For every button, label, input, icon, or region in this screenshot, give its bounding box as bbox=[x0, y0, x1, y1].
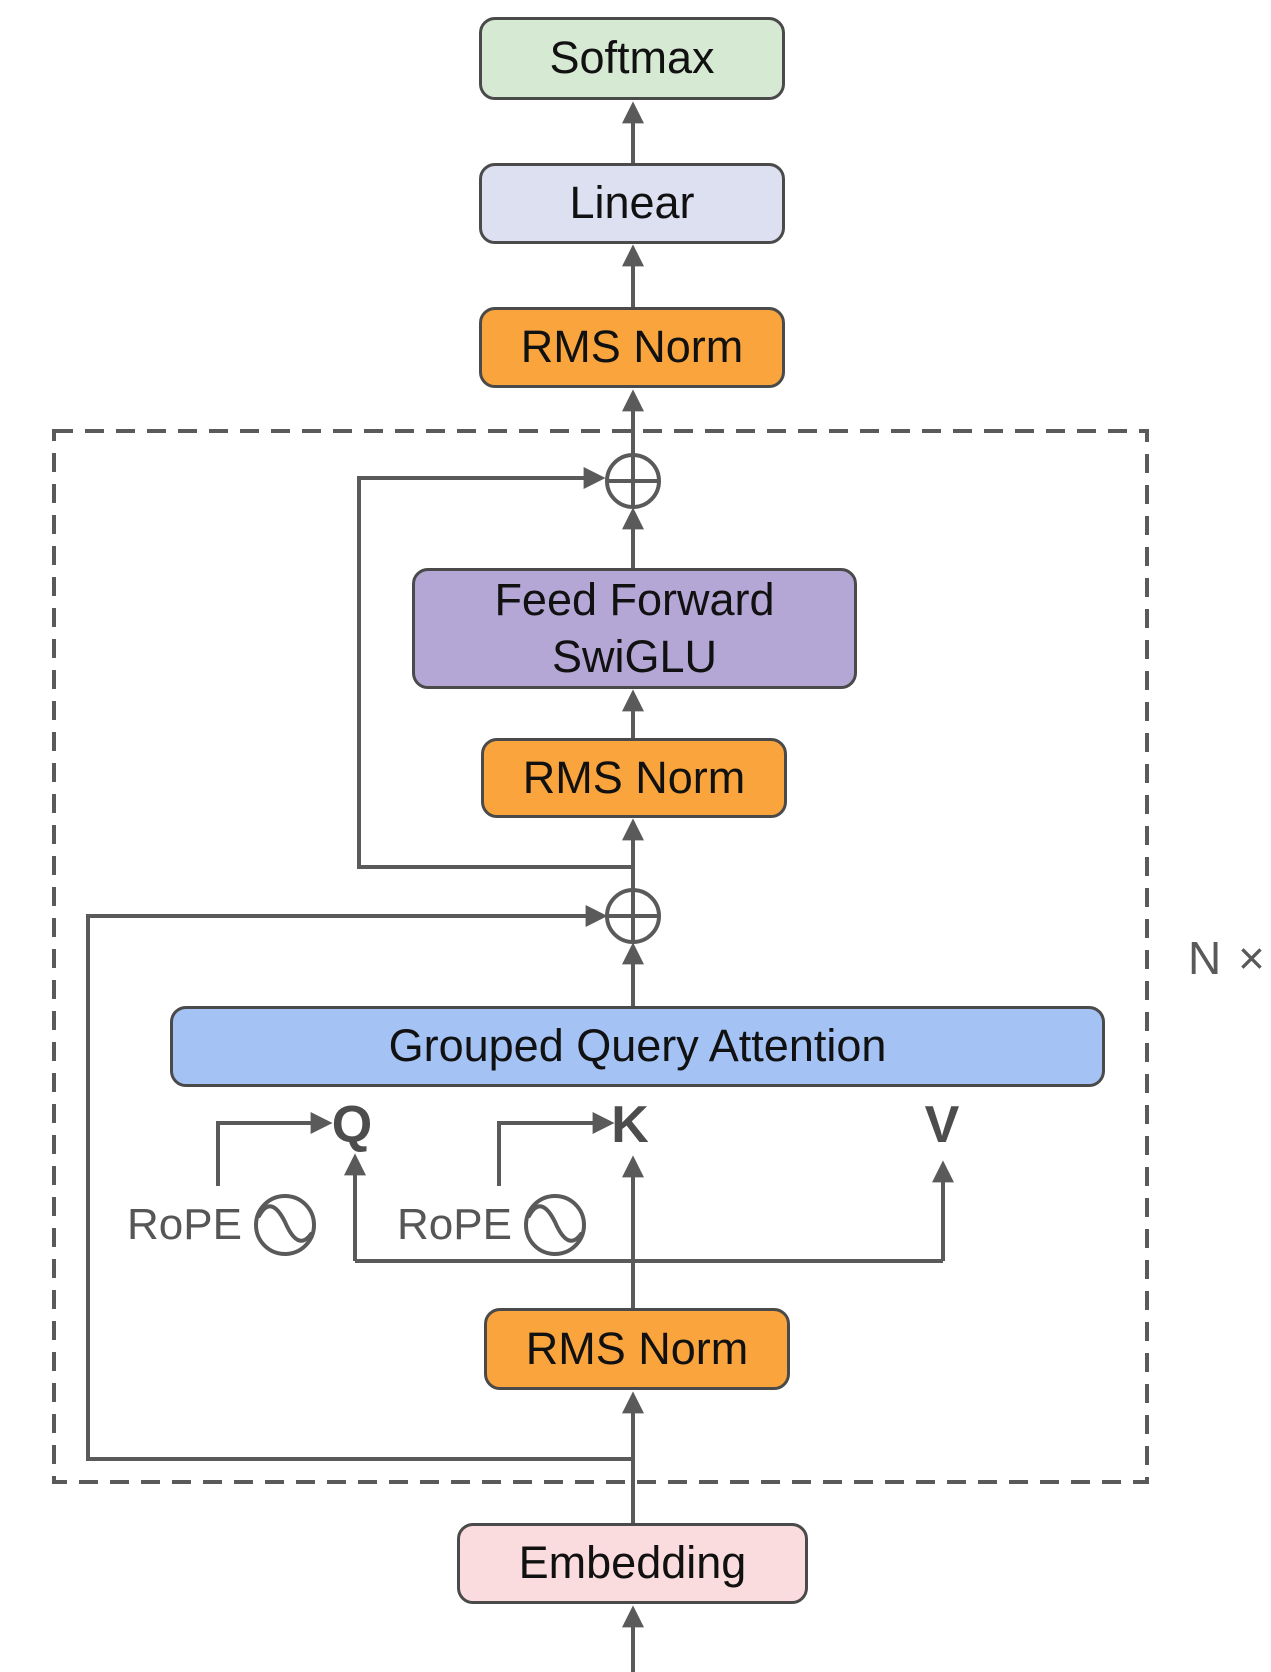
feed-forward-label: Feed Forward SwiGLU bbox=[494, 574, 775, 682]
rope-wave-icon bbox=[523, 1194, 586, 1256]
rope-key-group: RoPE bbox=[397, 1192, 588, 1258]
rope-query-label: RoPE bbox=[127, 1200, 242, 1249]
embedding-block: Embedding bbox=[457, 1523, 808, 1604]
value-label: V bbox=[924, 1096, 960, 1154]
rms-norm-pre-ffn-label: RMS Norm bbox=[522, 751, 746, 803]
softmax-label: Softmax bbox=[549, 32, 715, 84]
key-label: K bbox=[611, 1096, 649, 1154]
rms-norm-output-label: RMS Norm bbox=[520, 321, 744, 373]
rms-norm-output-block: RMS Norm bbox=[479, 307, 785, 388]
wire-attention-residual bbox=[86, 905, 633, 1461]
wire-ffn-residual bbox=[357, 467, 633, 869]
add-icon-attention bbox=[605, 888, 661, 944]
rope-wave-icon bbox=[253, 1194, 316, 1256]
softmax-block: Softmax bbox=[479, 17, 785, 100]
transformer-block-dashed-border bbox=[52, 429, 1149, 1484]
rms-norm-pre-attention-label: RMS Norm bbox=[525, 1322, 749, 1374]
rms-norm-pre-attention-block: RMS Norm bbox=[484, 1308, 790, 1390]
rope-query-group: RoPE bbox=[127, 1192, 318, 1258]
query-label: Q bbox=[331, 1096, 373, 1154]
wire-rope-to-query bbox=[216, 1112, 333, 1186]
add-icon-ffn bbox=[605, 453, 661, 509]
linear-block: Linear bbox=[479, 163, 785, 244]
rms-norm-pre-ffn-block: RMS Norm bbox=[481, 738, 787, 818]
grouped-query-attention-block: Grouped Query Attention bbox=[170, 1006, 1105, 1087]
repeat-count-label: N × bbox=[1188, 932, 1267, 984]
wire-rope-to-key bbox=[497, 1112, 615, 1186]
linear-label: Linear bbox=[569, 177, 695, 229]
feed-forward-block: Feed Forward SwiGLU bbox=[412, 568, 857, 689]
grouped-query-attention-label: Grouped Query Attention bbox=[388, 1020, 887, 1072]
embedding-label: Embedding bbox=[518, 1537, 747, 1589]
rope-key-label: RoPE bbox=[397, 1200, 512, 1249]
